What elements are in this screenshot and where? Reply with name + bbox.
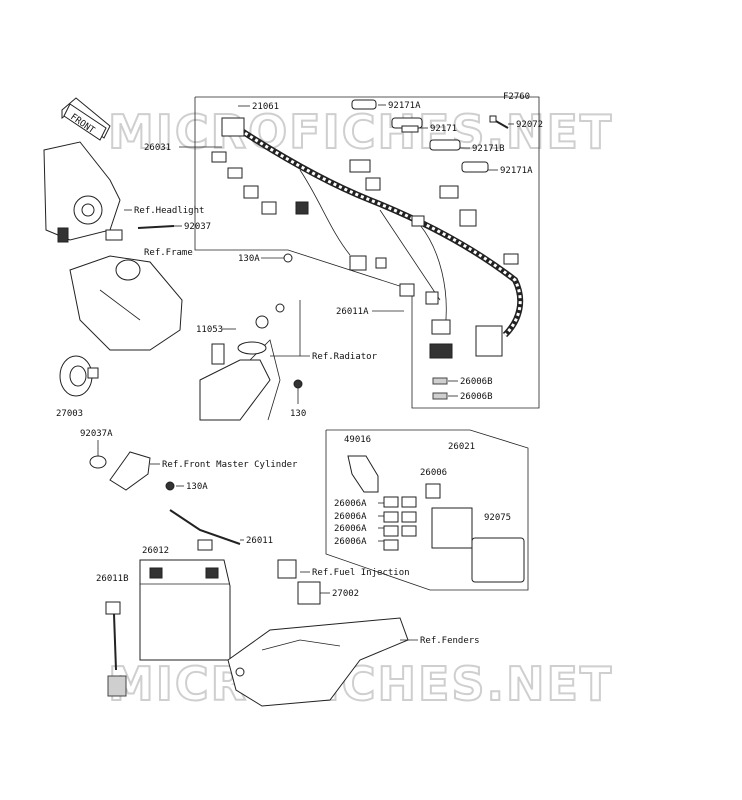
label-26006A-1: 26006A: [334, 499, 367, 509]
harness-outline: [194, 96, 540, 409]
label-26006A-2: 26006A: [334, 512, 367, 522]
headlight-assembly: [43, 141, 123, 243]
label-26031: 26031: [144, 143, 171, 153]
label-26006A-4: 26006A: [334, 537, 367, 547]
relay-box-26021-icon: [431, 507, 473, 549]
clip-92072-icon: [489, 115, 509, 129]
label-92171A-top: 92171A: [388, 101, 421, 111]
label-49016: 49016: [344, 435, 371, 445]
label-26006A-3: 26006A: [334, 524, 367, 534]
label-92171: 92171: [430, 124, 457, 134]
label-92171B: 92171B: [472, 144, 505, 154]
watermark-bottom: MICROFICHES.NET: [108, 657, 613, 711]
label-ref-front-master-cylinder: Ref.Front Master Cylinder: [162, 460, 298, 470]
label-130: 130: [290, 409, 306, 419]
label-26021: 26021: [448, 442, 475, 452]
label-26011: 26011: [246, 536, 273, 546]
label-130A-lower: 130A: [186, 482, 208, 492]
sub-harness-26011-icon: [169, 509, 241, 551]
rear-fender-tray: [227, 617, 409, 707]
label-130A-top: 130A: [238, 254, 260, 264]
label-ref-fuel-injection: Ref.Fuel Injection: [312, 568, 410, 578]
terminal-26006B-2-icon: [432, 392, 448, 400]
label-92037: 92037: [184, 222, 211, 232]
fuel-injection-relay-icon: [277, 559, 297, 579]
relay-26006-icon: [425, 483, 441, 499]
label-ref-radiator: Ref.Radiator: [312, 352, 378, 362]
battery-26012-icon: [139, 559, 231, 661]
label-21061: 21061: [252, 102, 279, 112]
label-26012: 26012: [142, 546, 169, 556]
clamp-92171A-bottom-icon: [461, 161, 489, 173]
label-26006: 26006: [420, 468, 447, 478]
wiring-harness: [211, 117, 524, 359]
bracket-92037A-icon: [89, 455, 107, 469]
terminal-26006B-1-icon: [432, 377, 448, 385]
relay-26006A-set-icon: [383, 496, 417, 551]
bracket-49016-icon: [347, 455, 379, 493]
label-ref-fenders: Ref.Fenders: [420, 636, 480, 646]
frame-section: [69, 255, 183, 351]
label-26006B-1: 26006B: [460, 377, 493, 387]
clamp-92171A-top-icon: [351, 99, 377, 110]
label-26011A: 26011A: [336, 307, 369, 317]
bolt-130A-lower-icon: [165, 481, 175, 491]
label-92072: 92072: [516, 120, 543, 130]
label-ref-frame: Ref.Frame: [144, 248, 193, 258]
leader-lines: [97, 104, 514, 641]
label-26011B: 26011B: [96, 574, 129, 584]
clamp-92171B-icon: [429, 139, 461, 151]
horn-27003-icon: [59, 355, 99, 397]
relay-box-outline: [325, 429, 529, 591]
radiator-bracket: [199, 303, 303, 421]
front-master-cylinder-icon: [109, 451, 151, 491]
label-27003: 27003: [56, 409, 83, 419]
bolt-130A-top-icon: [283, 253, 293, 263]
label-27002: 27002: [332, 589, 359, 599]
clamp-92171-icon: [391, 117, 423, 133]
cover-92075-icon: [471, 537, 525, 583]
relay-27002-icon: [297, 581, 321, 605]
label-92075: 92075: [484, 513, 511, 523]
label-11053: 11053: [196, 325, 223, 335]
bolt-92037-icon: [137, 225, 175, 229]
cable-26011B-icon: [105, 601, 127, 697]
label-92037A: 92037A: [80, 429, 113, 439]
label-26006B-2: 26006B: [460, 392, 493, 402]
front-arrow-icon: FRONT: [61, 97, 111, 141]
watermark-top: MICROFICHES.NET: [108, 105, 613, 159]
label-ref-headlight: Ref.Headlight: [134, 206, 204, 216]
label-92171A-bottom: 92171A: [500, 166, 533, 176]
